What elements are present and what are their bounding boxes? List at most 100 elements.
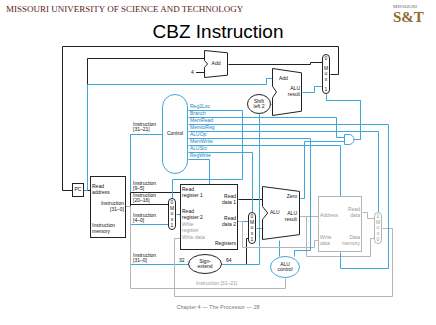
bus-label: Instruction [20–16] [133,193,163,203]
constant-lead [196,72,204,73]
bit-width: 32 [179,258,185,264]
outline-shape [205,51,228,78]
connector-group [63,47,393,297]
outline-shape [263,187,300,240]
adder: Add [204,50,228,78]
multiplexer: 1M u x0 [374,212,382,244]
sign-extend-unit: Sign-extend [188,254,222,274]
multiplexer: 0M u x1 [168,198,176,230]
node-text: 1 [250,237,255,243]
bus-label: Instruction [9–5] [133,181,163,191]
outline-shape [169,199,176,230]
node-text: Read register 1 [182,187,208,198]
node-text: ALU [270,210,280,216]
logo-mark: S&T [393,9,424,26]
node-text: M u x [250,220,255,237]
node-text: 1 [376,214,381,220]
signal-name: Reg2Loc [190,104,210,109]
control-unit: Control [162,94,188,174]
node-text: M u x [324,66,329,83]
bus-label: Instruction [31–0] [133,253,163,263]
slide-title: CBZ Instruction [0,22,436,43]
and-gate [345,135,355,145]
node-text: Read data 1 [216,194,236,205]
node-text: Read data [342,207,360,218]
multiplexer: 0M u x1 [322,54,330,94]
data-memory: Address Read dataWrite dataData memory [318,196,362,252]
signal-name: MemWrite [190,139,213,144]
header-text: MISSOURI UNIVERSITY OF SCIENCE AND TECHN… [6,5,243,15]
node-text: M u x [376,220,381,237]
node-text: ALU result [281,211,297,222]
wire [85,79,273,191]
node-text: 1 [324,87,329,93]
pc-register: PC [72,183,84,197]
wire [363,213,375,219]
node-text: Control [167,131,183,137]
node-text: 0 [376,237,381,243]
wire [303,87,323,93]
bus-label: Instruction [31–21] [196,281,237,286]
node-text: Add [212,61,221,67]
node-text: Write register [182,222,208,233]
outline-shape [181,185,238,250]
signal-name: MemRead [190,118,213,123]
bit-width: 64 [226,258,232,264]
outline-shape [319,197,362,252]
wire [127,135,163,207]
node-text: M u x [170,206,175,223]
node-text: Address [320,213,338,219]
signal-name: Branch [190,111,206,116]
node-text: Data memory [340,235,360,246]
wire [127,205,169,207]
node-text: Zero [287,194,297,200]
node-text: Shift left 2 [250,99,268,110]
node-text: 1 [170,223,175,229]
wire [229,63,323,65]
signal-name: MemtoReg [190,125,214,130]
signal-name: RegWrite [190,153,211,158]
alu: ZeroALU resultALU [262,186,300,240]
node-text: Registers [215,241,236,247]
wire [127,207,169,225]
node-text: 0 [250,214,255,220]
node-text: Read address [92,184,116,195]
node-text: PC [75,187,82,193]
constant-label: 4 [191,70,194,76]
signal-name: ALUOp [190,132,206,137]
node-text: ALU result [284,86,300,97]
wire [257,228,263,229]
wire [239,199,263,200]
node-text: ALU control [273,262,297,273]
outline-shape [91,177,126,238]
node-text: Instruction [31–0] [94,201,124,212]
outline-shape [375,213,382,244]
outline-shape [249,213,256,244]
bus-label: Instruction [31–21] [133,122,161,132]
outline-shape [323,55,330,94]
instruction-memory: Read addressInstruction [31–0] Instructio… [90,176,126,238]
wire [63,47,339,191]
signal-name: ALUSrc [190,146,207,151]
outline-shape [163,95,188,174]
node-text: Read register 2 [182,209,208,220]
wire [177,214,181,215]
adder: AddALU result [272,68,302,116]
register-file: Read register 1 Read register 2 Write regi… [180,184,238,250]
node-text: Read data 2 [216,216,236,227]
node-text: Add [279,76,288,82]
alu-control-unit: ALU control [270,256,300,278]
outline-shape [248,95,271,114]
node-text: Write data [182,235,208,241]
outline-shape [73,184,84,197]
slide-footer: Chapter 4 — The Processor — 28 [0,304,436,310]
node-text: Write data [320,235,338,246]
outline-shape [271,257,300,278]
outline-shape [189,255,222,274]
node-text: Instruction memory [92,223,124,234]
node-text: 0 [170,200,175,206]
multiplexer: 0M u x1 [248,212,256,244]
